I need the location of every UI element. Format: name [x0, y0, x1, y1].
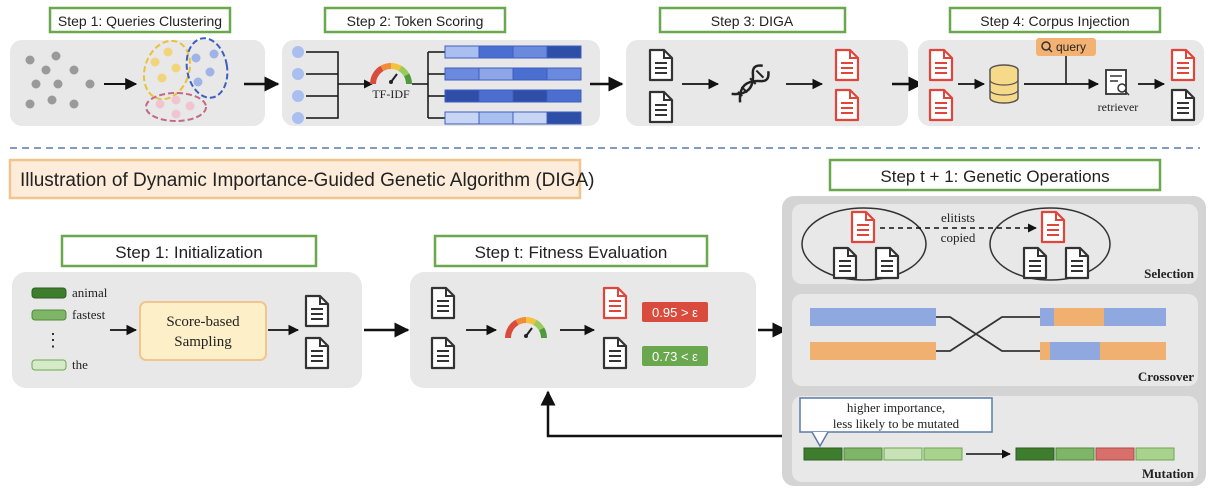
scored-token-bars	[444, 45, 582, 125]
document-icon	[430, 336, 456, 370]
genetic-title-box	[828, 158, 1162, 192]
elitists-label-line1: elitists	[941, 210, 975, 225]
feedback-loop-arrow	[540, 390, 782, 438]
parent-a-bar	[810, 308, 936, 326]
token-bar-low	[31, 359, 67, 371]
document-icon	[1064, 246, 1090, 280]
fitness-title-box	[433, 234, 709, 268]
diga-title: Illustration of Dynamic Importance-Guide…	[20, 170, 594, 191]
token-animal: animal	[72, 285, 108, 300]
document-icon	[430, 286, 456, 320]
document-icon	[1170, 88, 1196, 122]
mutation-label: Mutation	[1142, 466, 1195, 481]
step2-panel	[282, 40, 600, 126]
retriever-label: retriever	[1098, 100, 1139, 114]
document-icon	[1022, 246, 1048, 280]
database-icon	[989, 64, 1019, 104]
retriever-icon	[1105, 69, 1130, 96]
elitists-label-line2: copied	[941, 230, 976, 245]
step4-title-box	[948, 6, 1162, 34]
dna-icon	[731, 64, 770, 103]
score-low-badge	[642, 346, 708, 366]
query-label: query	[1056, 40, 1086, 54]
mutation-after-bar	[1015, 447, 1175, 461]
adversarial-document-icon	[1170, 48, 1196, 82]
document-icon	[874, 246, 900, 280]
adversarial-document-icon	[834, 48, 860, 82]
document-icon	[648, 48, 674, 82]
token-the: the	[72, 357, 88, 372]
document-icon	[602, 336, 628, 370]
genetic-title: Step t + 1: Genetic Operations	[880, 167, 1109, 186]
step2-title: Step 2: Token Scoring	[347, 13, 484, 29]
token-bar-high	[31, 287, 67, 299]
elitist-document-icon	[1040, 210, 1066, 244]
token-bar-mid	[31, 309, 67, 321]
token-nodes	[292, 46, 304, 124]
step1-title-box	[48, 6, 232, 34]
diga-step1-initialization: Step 1: Initialization animal fastest ⋮ …	[12, 234, 362, 388]
step2-title-box	[323, 6, 507, 34]
mutation-note-line1: higher importance,	[847, 400, 945, 415]
mutation-before-bar	[803, 447, 963, 461]
elitist-document-icon	[850, 210, 876, 244]
mutation-note-line2: less likely to be mutated	[833, 416, 960, 431]
token-links	[306, 51, 339, 119]
document-icon	[832, 246, 858, 280]
document-icon	[648, 90, 674, 124]
note-pointer	[811, 431, 829, 448]
step3-title: Step 3: DIGA	[711, 13, 794, 29]
query-clusters	[142, 37, 229, 122]
step1-queries-clustering: Step 1: Queries Clustering	[10, 6, 265, 126]
fitness-title: Step t: Fitness Evaluation	[475, 243, 668, 262]
child-a-swap	[1054, 308, 1104, 326]
diga-title-box	[8, 158, 582, 200]
score-high: 0.95 > ε	[652, 305, 698, 320]
step1-title: Step 1: Queries Clustering	[58, 13, 222, 29]
crossover-label: Crossover	[1138, 369, 1194, 384]
adversarial-document-icon	[928, 48, 954, 82]
sampling-label-line2: Sampling	[174, 334, 232, 350]
init-title: Step 1: Initialization	[115, 243, 262, 262]
step3-diga: Step 3: DIGA	[626, 6, 908, 126]
adversarial-document-icon	[834, 88, 860, 122]
step2-token-scoring: Step 2: Token Scoring TF-IDF	[282, 6, 600, 126]
document-icon	[304, 336, 330, 370]
init-title-box	[60, 234, 318, 268]
next-population-ellipse	[989, 207, 1111, 281]
mutation-note-box	[799, 397, 993, 433]
parent-b-bar	[810, 342, 936, 360]
query-points	[25, 51, 95, 109]
score-based-sampling-box	[139, 301, 267, 361]
sampling-label-line1: Score-based	[166, 314, 240, 330]
step4-corpus-injection: Step 4: Corpus Injection query retriever	[918, 6, 1204, 126]
adversarial-document-icon	[602, 286, 628, 320]
token-ellipsis: ⋮	[44, 330, 62, 350]
step3-title-box	[658, 6, 847, 34]
token-fastest: fastest	[72, 307, 106, 322]
step4-title: Step 4: Corpus Injection	[980, 13, 1129, 29]
document-icon	[304, 294, 330, 328]
step4-panel	[918, 40, 1204, 126]
diga-step-t1-genetic: Step t + 1: Genetic Operations elitists …	[782, 158, 1206, 486]
selection-label: Selection	[1144, 266, 1195, 281]
diga-step-t-fitness: Step t: Fitness Evaluation 0.95 > ε 0.73…	[410, 234, 756, 388]
adversarial-document-icon	[928, 88, 954, 122]
child-b-swap	[1050, 342, 1100, 360]
score-high-badge	[642, 302, 708, 322]
score-low: 0.73 < ε	[652, 349, 698, 364]
population-ellipse	[801, 207, 927, 281]
search-icon	[1041, 41, 1051, 51]
crossover-links	[936, 316, 1040, 352]
score-links	[412, 51, 445, 119]
tf-idf-label: TF-IDF	[372, 87, 410, 101]
